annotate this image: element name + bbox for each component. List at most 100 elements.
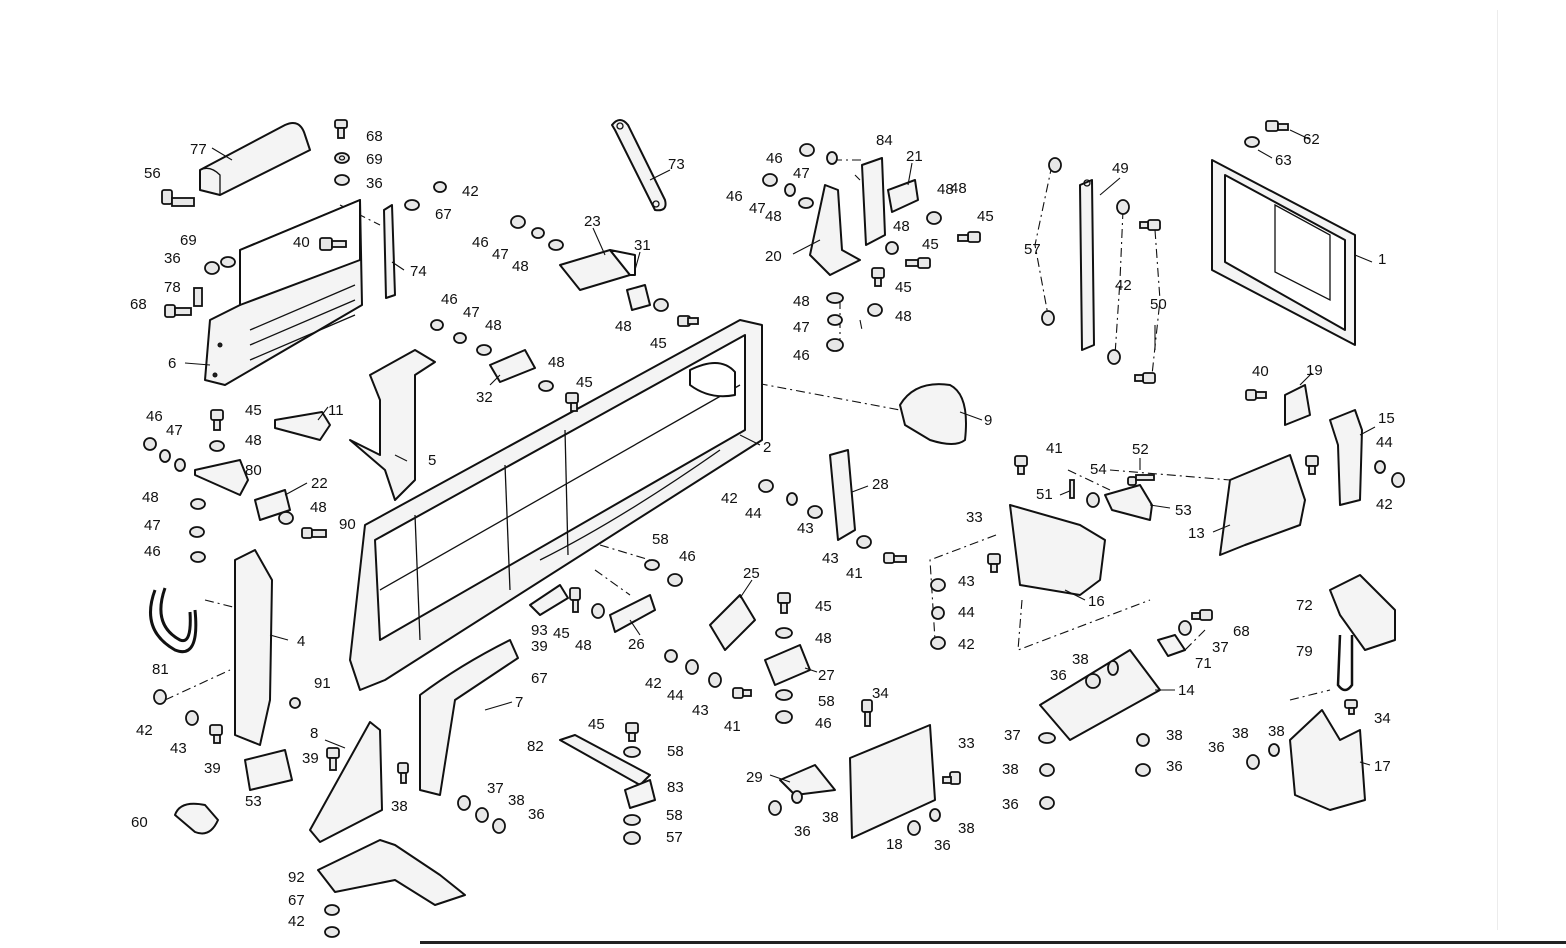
callout-74: 74 xyxy=(410,263,427,280)
washer-icon xyxy=(475,807,489,823)
part-19-bracket xyxy=(1284,384,1311,426)
nut-icon xyxy=(775,710,793,724)
callout-11: 11 xyxy=(328,402,344,419)
washer-icon xyxy=(1107,660,1119,676)
washer-icon xyxy=(1178,620,1192,636)
nut-icon xyxy=(929,808,941,822)
nut-icon xyxy=(1041,310,1055,326)
part-79-ubolt xyxy=(1336,634,1354,692)
part-29-bracket xyxy=(779,764,836,796)
callout-45-b: 45 xyxy=(922,236,939,253)
part-2-main-panel xyxy=(349,319,763,691)
callout-39-b: 39 xyxy=(302,750,319,767)
washer-icon xyxy=(775,689,793,701)
callout-38-f: 38 xyxy=(1002,761,1019,778)
washer-icon xyxy=(476,344,492,356)
part-21-bracket xyxy=(887,179,919,213)
callout-83: 83 xyxy=(667,779,684,796)
washer-icon xyxy=(653,298,669,312)
callout-47-b: 47 xyxy=(749,200,766,217)
callout-60: 60 xyxy=(131,814,148,831)
bolt-icon xyxy=(625,722,639,742)
callout-46-h: 46 xyxy=(679,548,696,565)
part-7-guard xyxy=(419,639,519,796)
callout-5: 5 xyxy=(428,452,436,469)
part-84-plate xyxy=(861,157,886,246)
nut-icon xyxy=(143,437,157,451)
washer-icon xyxy=(826,151,838,165)
part-28-plate xyxy=(829,449,856,541)
washer-icon xyxy=(623,746,641,758)
callout-54: 54 xyxy=(1090,461,1107,478)
nut-icon xyxy=(762,173,778,187)
callout-71: 71 xyxy=(1195,655,1212,672)
bolt-icon xyxy=(861,699,873,727)
nut-icon xyxy=(758,479,774,493)
nut-icon xyxy=(791,790,803,804)
callout-48-a: 48 xyxy=(937,181,954,198)
callout-42-e: 42 xyxy=(958,636,975,653)
part-77-pad xyxy=(199,122,311,196)
callout-69-a: 69 xyxy=(366,151,383,168)
part-5-plate xyxy=(349,349,436,501)
callout-42-a: 42 xyxy=(462,183,479,200)
washer-icon xyxy=(1136,733,1150,747)
part-11-bracket xyxy=(274,411,331,441)
callout-41-b: 41 xyxy=(846,565,863,582)
nut-icon xyxy=(907,820,921,836)
washer-icon xyxy=(531,227,545,239)
callout-52: 52 xyxy=(1132,441,1149,458)
callout-36-g: 36 xyxy=(1002,796,1019,813)
callout-36-a: 36 xyxy=(366,175,383,192)
callout-36-i: 36 xyxy=(1208,739,1225,756)
nut-icon xyxy=(1135,763,1151,777)
callout-48-g: 48 xyxy=(793,293,810,310)
callout-36-b: 36 xyxy=(164,250,181,267)
callout-46-d: 46 xyxy=(441,291,458,308)
callout-44-c: 44 xyxy=(958,604,975,621)
bolt-icon xyxy=(1265,120,1289,132)
callout-45-i: 45 xyxy=(588,716,605,733)
washer-icon xyxy=(926,211,942,225)
callout-68-c: 68 xyxy=(1233,623,1250,640)
nut-icon xyxy=(433,181,447,193)
callout-27: 27 xyxy=(818,667,835,684)
hardware-fasteners xyxy=(143,119,1405,938)
washer-icon xyxy=(885,241,899,255)
callout-32: 32 xyxy=(476,389,493,406)
part-17-plate xyxy=(1289,709,1366,811)
washer-icon xyxy=(538,380,554,392)
callout-45-h: 45 xyxy=(815,598,832,615)
callout-46-g: 46 xyxy=(144,543,161,560)
part-31-bracket xyxy=(626,284,651,311)
callout-72: 72 xyxy=(1296,597,1313,614)
callout-19: 19 xyxy=(1306,362,1323,379)
washer-icon xyxy=(189,526,205,538)
page-bottom-rule xyxy=(420,941,1566,944)
callout-48-m: 48 xyxy=(575,637,592,654)
bolt-icon xyxy=(1134,372,1156,384)
callout-56: 56 xyxy=(144,165,161,182)
bolt-icon xyxy=(301,527,327,539)
alignment-lines xyxy=(164,159,1331,701)
callout-36-f: 36 xyxy=(1050,667,1067,684)
callout-41-c: 41 xyxy=(724,718,741,735)
washer-icon xyxy=(209,440,225,452)
washer-icon xyxy=(1244,136,1260,148)
callout-80: 80 xyxy=(245,462,262,479)
callout-79: 79 xyxy=(1296,643,1313,660)
callout-36-h: 36 xyxy=(1166,758,1183,775)
callout-47-c: 47 xyxy=(492,246,509,263)
bolt-icon xyxy=(942,771,961,785)
callout-1: 1 xyxy=(1378,251,1386,268)
washer-icon xyxy=(220,256,236,268)
callout-25: 25 xyxy=(743,565,760,582)
part-71-bracket xyxy=(1157,634,1186,657)
callout-37-a: 37 xyxy=(487,780,504,797)
washer-icon xyxy=(798,197,814,209)
bolt-icon xyxy=(334,119,348,139)
callout-78: 78 xyxy=(164,279,181,296)
callout-58-b: 58 xyxy=(667,743,684,760)
nut-icon xyxy=(1048,157,1062,173)
washer-icon xyxy=(644,559,660,571)
